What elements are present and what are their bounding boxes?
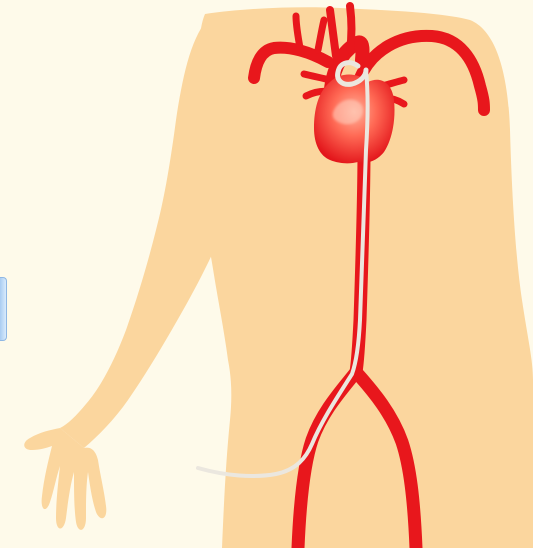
side-panel-tab[interactable] bbox=[0, 277, 7, 341]
subclavian-branch bbox=[296, 16, 300, 48]
carotid-right bbox=[350, 6, 352, 50]
heart bbox=[314, 75, 395, 164]
